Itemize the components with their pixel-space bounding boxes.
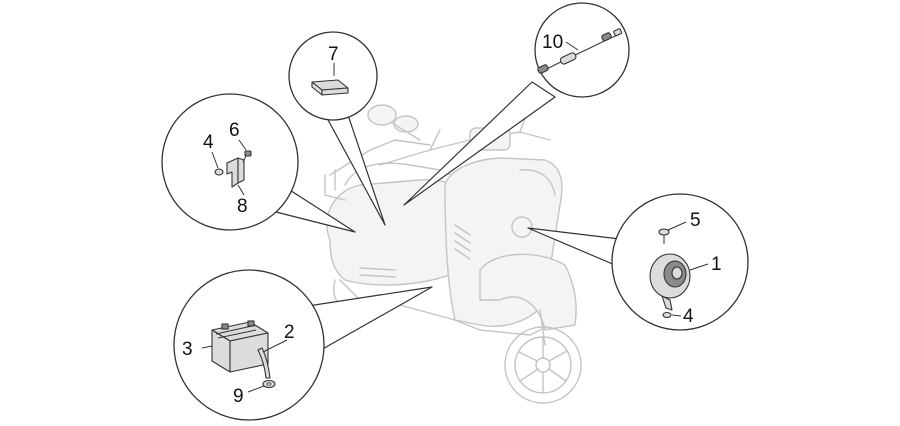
callout-4-horn: 4 [683, 306, 694, 327]
cable-detail-callout: 10 [403, 2, 630, 206]
callout-10: 10 [542, 32, 563, 53]
callout-5: 5 [690, 210, 701, 231]
fuse-detail-circle [288, 31, 378, 121]
vent-tube-icon [257, 347, 271, 379]
cable-detail-circle [534, 2, 630, 98]
horn-nut-icon [662, 311, 672, 319]
callout-3: 3 [182, 339, 193, 360]
horn-icon [649, 253, 691, 311]
callout-2: 2 [284, 322, 295, 343]
bracket-detail-callout: 4 6 8 [161, 93, 356, 233]
callout-1: 1 [711, 254, 722, 275]
screw-icon [242, 150, 252, 163]
bracket-icon [226, 157, 245, 188]
cable-detail-pointer [403, 81, 556, 206]
callout-7: 7 [328, 44, 339, 65]
horn-screw-icon [658, 228, 670, 244]
callout-6: 6 [229, 120, 240, 141]
scooter-outline [324, 104, 582, 404]
horn-detail-callout: 5 1 4 [527, 193, 749, 331]
callout-4-bracket: 4 [203, 132, 214, 153]
battery-icon [211, 320, 269, 373]
fuse-detail-callout: 7 [288, 31, 386, 226]
wiring-cable-icon [537, 28, 623, 74]
fuse-block-icon [311, 79, 349, 96]
callout-8: 8 [237, 196, 248, 217]
battery-detail-callout: 3 2 9 [173, 269, 433, 421]
callout-9: 9 [233, 386, 244, 407]
nut-icon [214, 168, 224, 176]
